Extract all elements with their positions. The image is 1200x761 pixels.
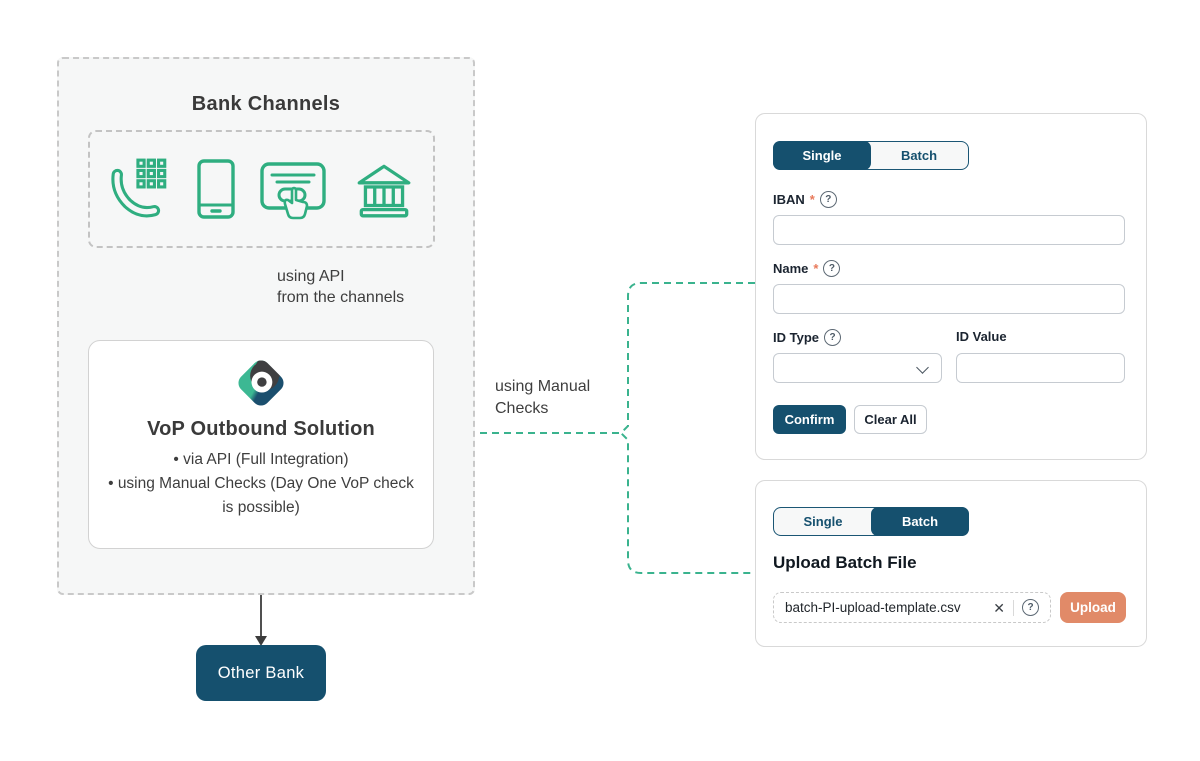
clear-file-icon[interactable]: ✕	[993, 599, 1005, 616]
divider	[1013, 599, 1014, 616]
iban-input[interactable]	[773, 215, 1125, 245]
required-marker: *	[813, 261, 819, 276]
api-label-line1: using API	[277, 268, 345, 285]
other-bank-node: Other Bank	[196, 645, 326, 701]
other-bank-label: Other Bank	[217, 663, 305, 682]
manual-checks-bracket	[619, 282, 755, 574]
mode-tabs: Single Batch	[773, 507, 969, 536]
phone-keypad-icon	[110, 158, 166, 218]
vop-bullet-2: using Manual Checks (Day One VoP check i…	[106, 472, 416, 520]
vop-title: VoP Outbound Solution	[147, 418, 375, 440]
vop-outbound-solution-box: VoP Outbound Solution via API (Full Inte…	[88, 340, 434, 549]
id-type-label: ID Type ?	[773, 329, 841, 346]
id-type-select[interactable]	[773, 353, 942, 383]
file-input[interactable]: batch-PI-upload-template.csv ✕ ?	[773, 592, 1051, 623]
clear-all-button[interactable]: Clear All	[854, 405, 927, 434]
mode-tabs: Single Batch	[773, 141, 969, 170]
mobile-phone-icon	[196, 159, 235, 219]
batch-upload-panel: Single Batch Upload Batch File batch-PI-…	[755, 480, 1147, 647]
tab-batch[interactable]: Batch	[900, 148, 938, 163]
required-marker: *	[809, 192, 815, 207]
help-icon[interactable]: ?	[819, 191, 837, 208]
chevron-down-icon	[916, 361, 929, 374]
vop-logo-icon	[238, 356, 284, 406]
upload-button[interactable]: Upload	[1060, 592, 1126, 623]
api-arrow-label: using API from the channels	[277, 266, 404, 308]
upload-batch-file-heading: Upload Batch File	[773, 553, 917, 572]
name-input[interactable]	[773, 284, 1125, 314]
name-label: Name * ?	[773, 260, 841, 277]
id-value-input[interactable]	[956, 353, 1125, 383]
help-icon[interactable]: ?	[1022, 599, 1039, 616]
api-label-line2: from the channels	[277, 289, 405, 306]
confirm-button[interactable]: Confirm	[773, 405, 846, 434]
tab-single[interactable]: Single	[773, 141, 871, 170]
card-tap-icon	[259, 162, 326, 220]
vop-bullet-1: via API (Full Integration)	[106, 448, 416, 472]
id-value-label: ID Value	[956, 329, 1007, 344]
manual-label-line1: using Manual	[495, 378, 591, 395]
bank-channels-title: Bank Channels	[191, 93, 341, 115]
channel-icons-box	[88, 130, 435, 248]
file-name: batch-PI-upload-template.csv	[785, 600, 961, 615]
vop-bullet-list: via API (Full Integration) using Manual …	[106, 448, 416, 520]
manual-checks-label: using Manual Checks	[495, 376, 590, 420]
manual-label-line2: Checks	[495, 400, 549, 417]
tab-single[interactable]: Single	[803, 514, 843, 529]
help-icon[interactable]: ?	[824, 329, 841, 346]
bank-building-icon	[357, 164, 410, 218]
iban-label: IBAN * ?	[773, 191, 837, 208]
tab-batch[interactable]: Batch	[871, 507, 969, 536]
help-icon[interactable]: ?	[823, 260, 841, 277]
single-check-panel: Single Batch IBAN * ? Name * ? ID Type ?…	[755, 113, 1147, 460]
